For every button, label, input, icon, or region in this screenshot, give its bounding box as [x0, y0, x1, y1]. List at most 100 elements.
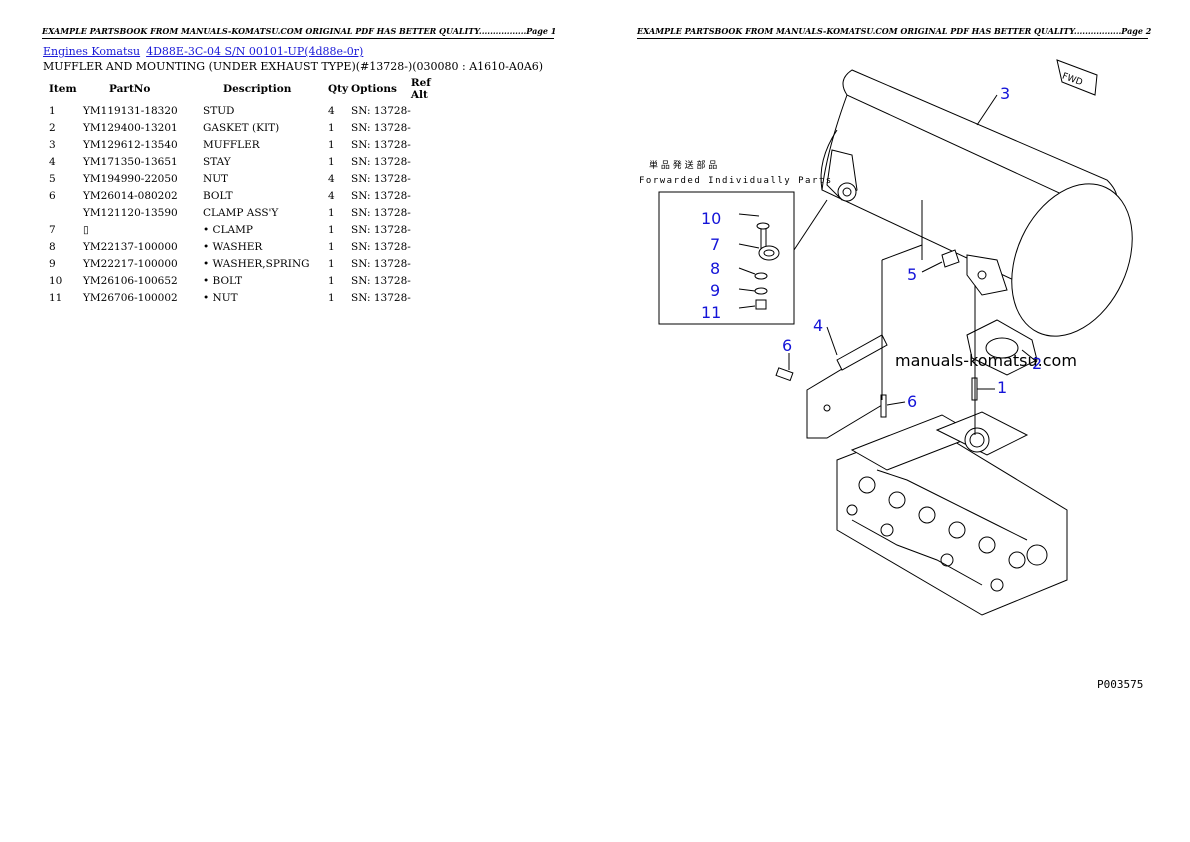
parts-diagram: 単 品 発 送 部 品 Forwarded Individually Parts: [639, 59, 1143, 691]
cell-description: STUD: [203, 104, 235, 117]
cell-ref-alt: [411, 136, 451, 153]
cell-options: SN: 13728-: [351, 155, 411, 168]
cell-options: SN: 13728-: [351, 240, 411, 253]
cell-description: GASKET (KIT): [203, 121, 280, 134]
cell-options: SN: 13728-: [351, 121, 411, 134]
fastener-drawings: [775, 200, 978, 435]
cell-partno: YM119131-18320: [83, 104, 178, 117]
cell-description: BOLT: [203, 189, 233, 202]
breadcrumb-link-engines[interactable]: Engines Komatsu: [43, 45, 141, 58]
table-header-row: Item PartNo Description Qty Options Ref …: [43, 76, 451, 102]
col-header-ref-alt: Ref Alt: [410, 77, 431, 101]
col-header-description: Description: [223, 83, 292, 95]
cell-qty: 1: [328, 138, 335, 151]
cell-options: SN: 13728-: [351, 104, 411, 117]
table-row: 1 YM119131-18320 STUD 4 SN: 13728-: [43, 102, 451, 119]
cell-ref-alt: [411, 187, 451, 204]
cell-ref-alt: [411, 221, 451, 238]
cell-options: SN: 13728-: [351, 223, 411, 236]
cell-options: SN: 13728-: [351, 257, 411, 270]
muffler-drawing: [820, 69, 1133, 337]
col-header-qty: Qty: [328, 83, 349, 95]
callout-6a: 6: [782, 336, 792, 355]
cell-qty: 1: [328, 223, 335, 236]
cell-description: CLAMP ASS'Y: [203, 206, 279, 219]
cell-partno: YM26106-100652: [83, 274, 178, 287]
cell-ref-alt: [411, 272, 451, 289]
cell-partno: YM171350-13651: [83, 155, 178, 168]
stay-bracket-drawing: [806, 334, 888, 439]
cell-options: SN: 13728-: [351, 274, 411, 287]
cell-options: SN: 13728-: [351, 291, 411, 304]
inset-en-text: Forwarded Individually Parts: [639, 176, 833, 186]
watermark-text: manuals-komatsu.com: [895, 351, 1077, 370]
cell-partno: YM26014-080202: [83, 189, 178, 202]
engine-cylinder-head-drawing: [836, 411, 1068, 616]
cell-description: NUT: [203, 172, 229, 185]
cell-description: • CLAMP: [203, 223, 253, 236]
cell-description: • BOLT: [203, 274, 243, 287]
cell-ref-alt: [411, 153, 451, 170]
callout-5: 5: [907, 265, 917, 284]
drawing-number: P003575: [1097, 678, 1143, 691]
cell-item: 10: [49, 274, 63, 287]
cell-partno: YM129400-13201: [83, 121, 178, 134]
callout-leaders: [788, 94, 1038, 406]
breadcrumb-link-model[interactable]: 4D88E-3C-04 S/N 00101-UP(4d88e-0r): [146, 45, 364, 58]
cell-ref-alt: [411, 119, 451, 136]
col-header-item: Item: [49, 83, 77, 95]
cell-options: SN: 13728-: [351, 189, 411, 202]
callout-6b: 6: [907, 392, 917, 411]
cell-item: [43, 204, 83, 221]
cell-qty: 4: [328, 104, 335, 117]
cell-partno: YM22217-100000: [83, 257, 178, 270]
cell-qty: 1: [328, 155, 335, 168]
cell-item: 6: [49, 189, 56, 202]
callout-4: 4: [813, 316, 823, 335]
cell-item: 7: [49, 223, 56, 236]
callout-1: 1: [997, 378, 1007, 397]
cell-ref-alt: [411, 289, 451, 306]
cell-partno: YM26706-100002: [83, 291, 178, 304]
cell-qty: 1: [328, 291, 335, 304]
cell-partno: YM121120-13590: [83, 206, 178, 219]
callout-9: 9: [710, 281, 720, 300]
table-row: 6 YM26014-080202 BOLT 4 SN: 13728-: [43, 187, 451, 204]
cell-ref-alt: [411, 238, 451, 255]
cell-ref-alt: [411, 102, 451, 119]
callout-7: 7: [710, 235, 720, 254]
cell-qty: 1: [328, 274, 335, 287]
callout-10: 10: [701, 209, 721, 228]
cell-qty: 4: [328, 172, 335, 185]
table-row: 7 ▯ • CLAMP 1 SN: 13728-: [43, 221, 451, 238]
callout-2: 2: [1032, 354, 1042, 373]
callout-8: 8: [710, 259, 720, 278]
cell-item: 8: [49, 240, 56, 253]
cell-description: • WASHER,SPRING: [203, 257, 310, 270]
cell-item: 11: [49, 291, 63, 304]
cell-qty: 1: [328, 206, 335, 219]
fwd-arrow-icon: FWD: [1056, 59, 1098, 96]
callout-11: 11: [701, 303, 721, 322]
cell-qty: 1: [328, 257, 335, 270]
breadcrumb: Engines Komatsu 4D88E-3C-04 S/N 00101-UP(…: [43, 45, 363, 58]
cell-item: 2: [49, 121, 56, 134]
cell-item: 3: [49, 138, 56, 151]
cell-options: SN: 13728-: [351, 206, 411, 219]
cell-ref-alt: [411, 255, 451, 272]
cell-qty: 4: [328, 189, 335, 202]
cell-qty: 1: [328, 240, 335, 253]
cell-qty: 1: [328, 121, 335, 134]
cell-item: 1: [49, 104, 56, 117]
table-row: 10 YM26106-100652 • BOLT 1 SN: 13728-: [43, 272, 451, 289]
forwarded-parts-inset: 単 品 発 送 部 品 Forwarded Individually Parts: [639, 159, 833, 325]
table-row: 2 YM129400-13201 GASKET (KIT) 1 SN: 13728-: [43, 119, 451, 136]
table-row: YM121120-13590 CLAMP ASS'Y 1 SN: 13728-: [43, 204, 451, 221]
cell-item: 5: [49, 172, 56, 185]
cell-description: • WASHER: [203, 240, 263, 253]
cell-partno: ▯: [83, 223, 89, 236]
